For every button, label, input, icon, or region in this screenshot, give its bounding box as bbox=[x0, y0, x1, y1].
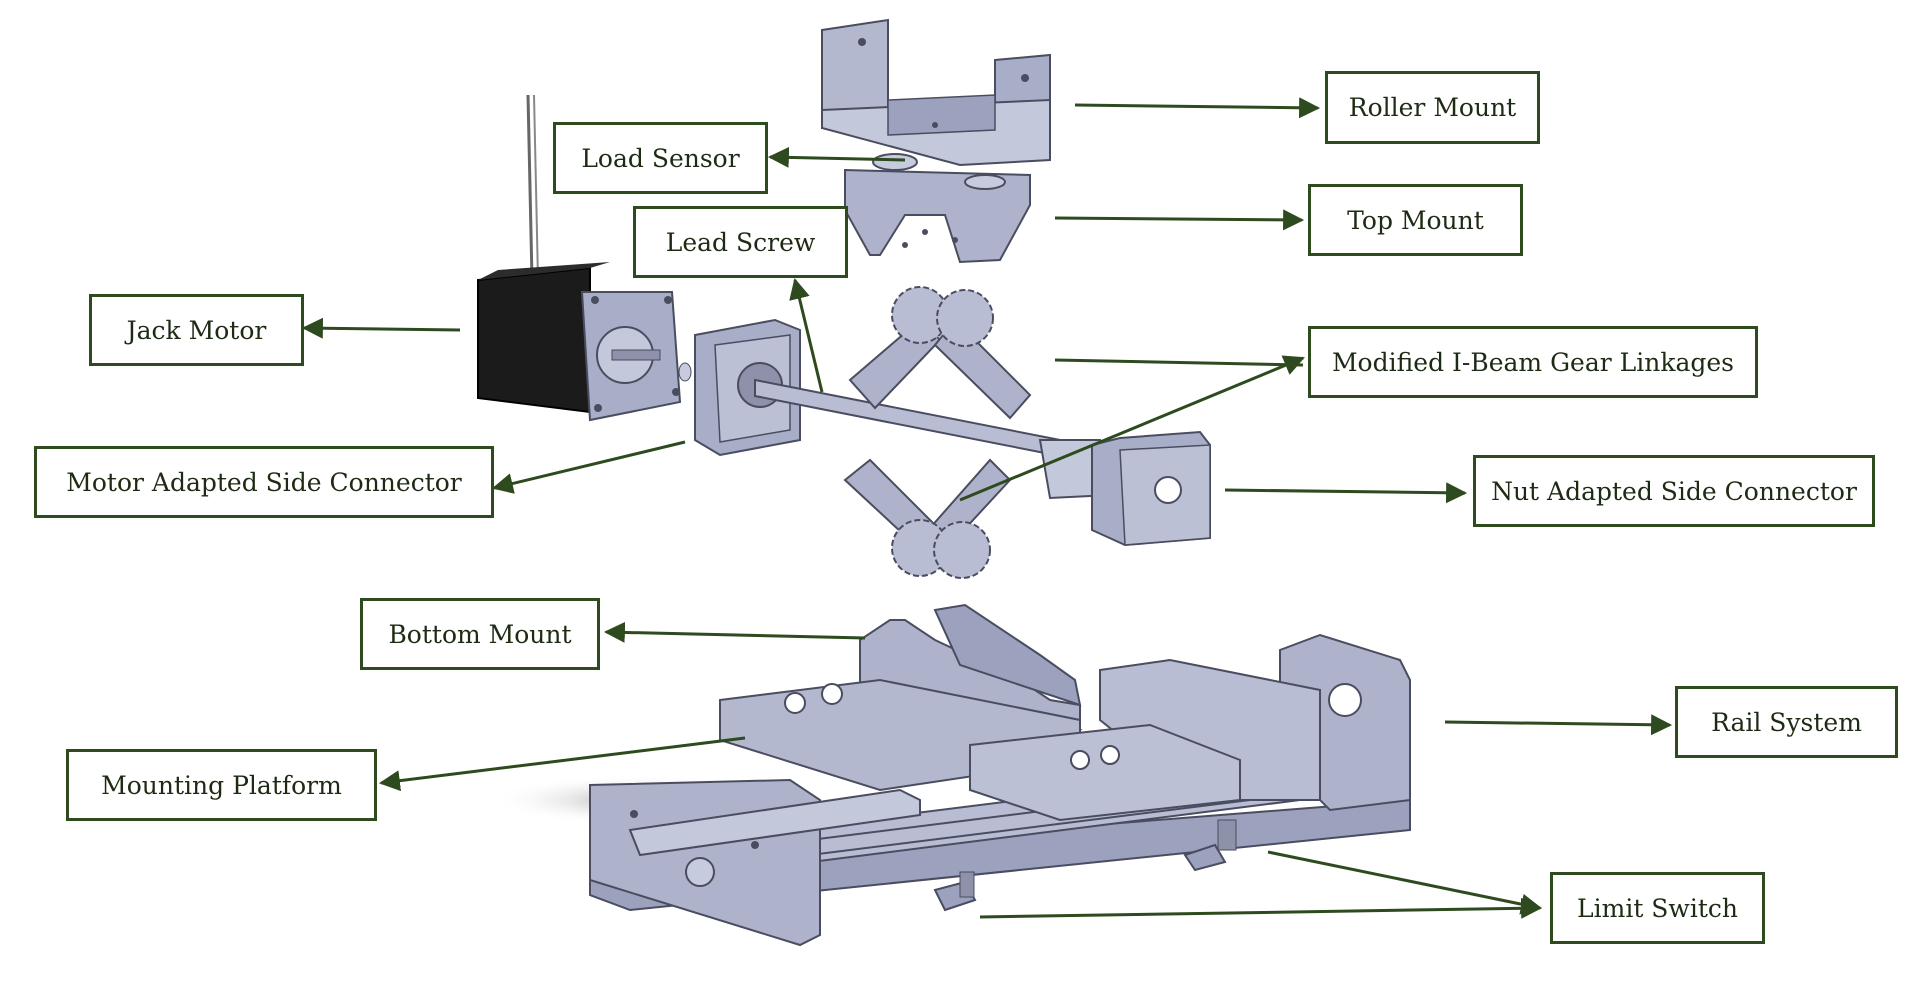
arrow-limit-switch-a bbox=[1267, 850, 1543, 915]
mounting-platform-part bbox=[719, 678, 1241, 822]
jack-motor-part bbox=[477, 94, 682, 422]
arrow-roller-mount bbox=[1074, 97, 1321, 119]
top-mount-part bbox=[844, 153, 1031, 264]
i-beam-gear-linkages-part bbox=[843, 286, 1032, 579]
label-load-sensor: Load Sensor bbox=[553, 122, 768, 194]
arrow-bottom-mount bbox=[603, 621, 866, 643]
arrow-modified-i-beam-a bbox=[1054, 358, 1304, 367]
label-motor-adapted-side-connector: Motor Adapted Side Connector bbox=[34, 446, 494, 518]
motor-side-connector-part bbox=[678, 318, 801, 457]
label-limit-switch: Limit Switch bbox=[1550, 872, 1765, 944]
limit-switch-part bbox=[933, 819, 1237, 912]
arrow-mounting-platform bbox=[378, 736, 746, 792]
label-rail-system: Rail System bbox=[1675, 686, 1898, 758]
arrow-top-mount bbox=[1054, 209, 1305, 231]
label-bottom-mount: Bottom Mount bbox=[360, 598, 600, 670]
callout-arrows bbox=[301, 97, 1673, 919]
arrow-limit-switch-b bbox=[979, 897, 1543, 919]
roller-mount-part bbox=[821, 18, 1051, 167]
label-modified-i-beam-gear-linkages: Modified I-Beam Gear Linkages bbox=[1308, 326, 1758, 398]
arrow-modified-i-beam-b bbox=[959, 355, 1305, 502]
arrow-motor-side-connector bbox=[491, 440, 686, 494]
lead-screw-part bbox=[754, 378, 1112, 500]
arrow-jack-motor bbox=[301, 317, 461, 339]
label-mounting-platform: Mounting Platform bbox=[66, 749, 377, 821]
label-lead-screw: Lead Screw bbox=[633, 206, 848, 278]
arrow-lead-screw bbox=[789, 277, 824, 393]
arrow-nut-side-connector bbox=[1224, 482, 1468, 504]
nut-side-connector-part bbox=[1091, 430, 1211, 547]
arrow-load-sensor bbox=[767, 146, 906, 168]
label-top-mount: Top Mount bbox=[1308, 184, 1523, 256]
label-jack-motor: Jack Motor bbox=[89, 294, 304, 366]
arrow-rail-system bbox=[1444, 714, 1673, 736]
label-roller-mount: Roller Mount bbox=[1325, 71, 1540, 144]
label-nut-adapted-side-connector: Nut Adapted Side Connector bbox=[1473, 455, 1875, 527]
